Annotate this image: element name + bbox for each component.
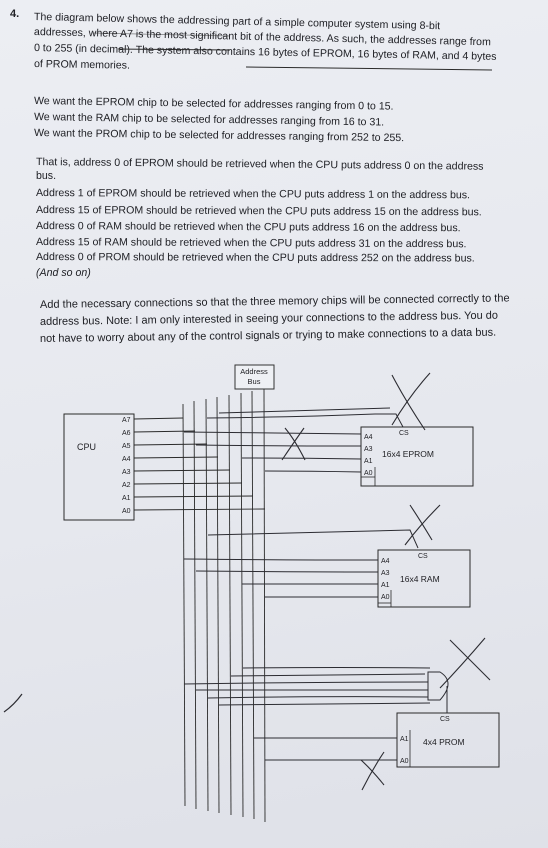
prom-pin-a0: A0 bbox=[400, 758, 409, 765]
prom-pin-a1: A1 bbox=[400, 736, 409, 743]
eprom-pin-a3: A3 bbox=[364, 446, 373, 453]
cpu-pin-a6: A6 bbox=[122, 430, 131, 437]
eprom-cs-label: CS bbox=[399, 430, 409, 437]
address-bus-label-box bbox=[234, 364, 275, 390]
ram-pin-a4: A4 bbox=[381, 558, 390, 565]
address-bus-label-line2: Bus bbox=[248, 377, 261, 386]
example-line-2: bus. bbox=[36, 170, 57, 182]
cross-mark-icon bbox=[391, 374, 426, 431]
prom-label: 4x4 PROM bbox=[423, 737, 465, 747]
prom-cs-label: CS bbox=[440, 716, 450, 723]
ram-label: 16x4 RAM bbox=[400, 574, 440, 584]
eprom-box bbox=[360, 426, 474, 487]
eprom-pin-a4: A4 bbox=[364, 434, 373, 441]
ram-pin-a0: A0 bbox=[381, 594, 390, 601]
cpu-box bbox=[63, 413, 135, 521]
example-line-8: (And so on) bbox=[36, 267, 91, 279]
cpu-label: CPU bbox=[77, 442, 96, 452]
margin-pen-mark bbox=[3, 693, 23, 713]
ram-cs-label: CS bbox=[418, 553, 428, 560]
handwritten-x-marks bbox=[281, 372, 491, 791]
address-bus-label-line1: Address bbox=[240, 367, 268, 376]
cpu-pin-labels: A7 A6 A5 A4 A3 A2 A1 A0 bbox=[122, 417, 131, 515]
address-bus-lines bbox=[182, 388, 266, 823]
handwritten-connections bbox=[183, 407, 449, 761]
cpu-pin-a4: A4 bbox=[122, 456, 131, 463]
ram-pin-a3: A3 bbox=[381, 570, 390, 577]
eprom-pin-a1: A1 bbox=[364, 458, 373, 465]
prom-box bbox=[396, 712, 500, 768]
cpu-pin-a2: A2 bbox=[122, 482, 131, 489]
question-number: 4. bbox=[10, 8, 20, 20]
cpu-pin-a1: A1 bbox=[122, 495, 131, 502]
cpu-pin-a5: A5 bbox=[122, 443, 131, 450]
ram-pin-a1: A1 bbox=[381, 582, 390, 589]
ram-box bbox=[377, 549, 471, 608]
cpu-bus-connections bbox=[133, 417, 266, 511]
eprom-label: 16x4 EPROM bbox=[382, 449, 434, 459]
cpu-pin-a7: A7 bbox=[122, 417, 131, 424]
cpu-pin-a3: A3 bbox=[122, 469, 131, 476]
cpu-pin-a0: A0 bbox=[122, 508, 131, 515]
eprom-pin-a0: A0 bbox=[364, 470, 373, 477]
